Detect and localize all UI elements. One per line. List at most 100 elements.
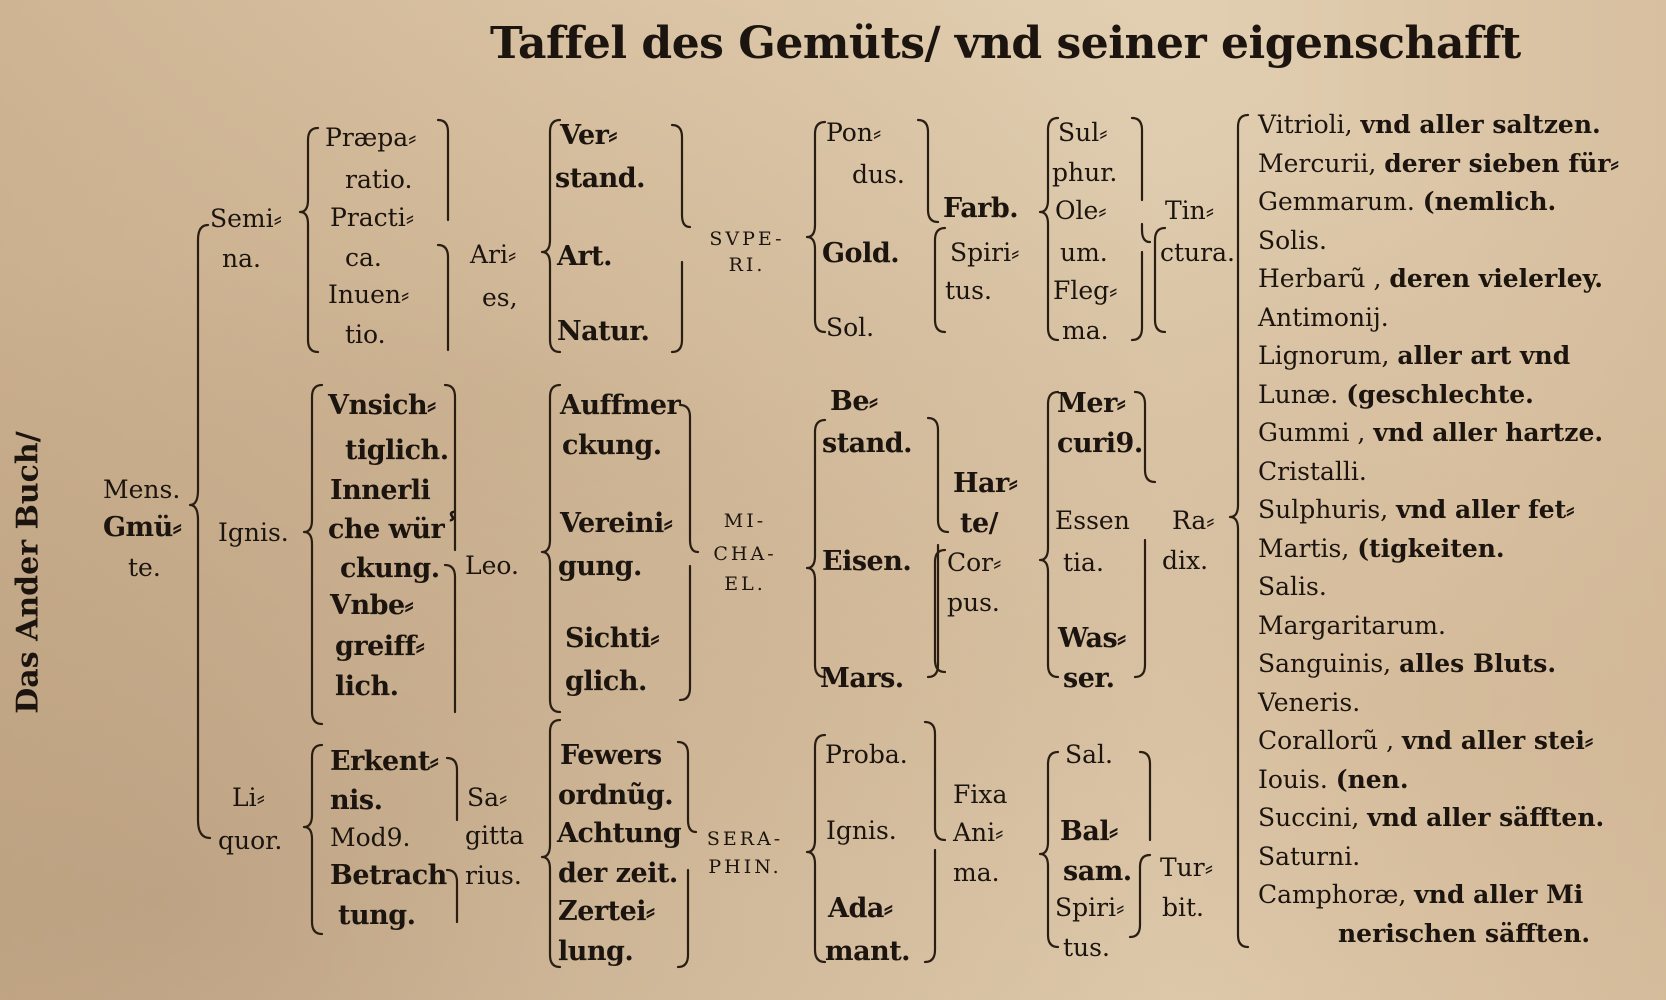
inventio: tio. — [345, 320, 386, 349]
mercurius: Mer⸗ — [1057, 388, 1126, 419]
list-item: Vitrioli, vnd aller saltzen. — [1258, 112, 1601, 137]
spiritus-label: Spiri⸗ — [950, 238, 1020, 267]
list-item-latin: Mercurii, — [1258, 148, 1385, 178]
brace — [540, 383, 562, 714]
corpus-label: Cor⸗ — [947, 548, 1002, 577]
brace — [443, 383, 457, 552]
brace — [1133, 538, 1147, 679]
list-item-gloss: deren vielerley. — [1389, 264, 1603, 293]
list-item-latin: Camphoræ, — [1258, 880, 1415, 909]
harte-label: Har⸗ — [953, 468, 1018, 499]
vnbegreifflich: Vnbe⸗ — [330, 590, 414, 621]
list-item: Antimonij. — [1258, 305, 1389, 330]
brace — [1038, 116, 1060, 342]
oleum: Ole⸗ — [1055, 196, 1107, 225]
list-item: Sanguinis, alles Bluts. — [1258, 651, 1556, 676]
list-item-gloss: vnd aller säfften. — [1367, 803, 1605, 832]
brace — [1038, 750, 1060, 949]
list-item: Solis. — [1258, 228, 1327, 253]
brace — [805, 120, 827, 334]
brace — [540, 118, 562, 354]
spiritus-sub: tus. — [1063, 933, 1110, 962]
achtung-der-zeit: der zeit. — [558, 858, 678, 889]
balsam: Bal⸗ — [1060, 816, 1118, 847]
brace — [1130, 250, 1144, 342]
list-item: Iouis. (nen. — [1258, 767, 1409, 792]
michael-label: EL. — [724, 573, 766, 595]
balsam: sam. — [1063, 856, 1132, 887]
practica: Practi⸗ — [330, 203, 415, 232]
betrachtung: Betrach — [330, 860, 447, 891]
erkentnis: Erkent⸗ — [330, 746, 439, 777]
sulphur: phur. — [1052, 158, 1118, 187]
proba: Proba. — [825, 740, 908, 769]
list-item: Cristalli. — [1258, 459, 1367, 484]
brace — [302, 383, 324, 726]
brace — [678, 564, 692, 702]
achtung-der-zeit: Achtung — [557, 818, 682, 849]
brace — [1038, 390, 1060, 679]
brace — [188, 223, 212, 840]
list-item-gloss: vnd aller fet⸗ — [1396, 495, 1575, 524]
list-item: Corallorũ , vnd aller stei⸗ — [1258, 728, 1593, 753]
fixa-anima-label: Fixa — [953, 780, 1008, 809]
adamant: mant. — [825, 936, 911, 967]
spiritus-label: tus. — [945, 276, 992, 305]
list-item-latin: Gemmarum. — [1258, 187, 1423, 216]
innerliche-wuerckung: Innerli — [330, 475, 431, 506]
aries-label: Ari⸗ — [470, 240, 517, 269]
root-gemuete: Gmü⸗ — [103, 512, 182, 543]
wasser: Was⸗ — [1058, 623, 1126, 654]
list-item: Lunæ. (geschlechte. — [1258, 382, 1534, 407]
list-item-latin: Martis, — [1258, 533, 1358, 563]
list-item-latin: Lunæ. — [1258, 379, 1347, 409]
root-mens: Mens. — [103, 475, 181, 504]
praeparatio: Præpa⸗ — [325, 123, 417, 152]
brace — [1133, 390, 1157, 484]
radix-label: Ra⸗ — [1172, 506, 1215, 535]
page-title: Taffel des Gemüts/ vnd seiner eigenschaf… — [490, 18, 1521, 69]
innerliche-wuerckung: ckung. — [340, 553, 440, 584]
brace — [926, 543, 940, 679]
liquor-label: Li⸗ — [232, 783, 265, 812]
list-item: Saturni. — [1258, 844, 1360, 869]
turbit-label: bit. — [1162, 893, 1204, 922]
essentia: Essen — [1055, 506, 1130, 535]
spiritus-sub: Spiri⸗ — [1055, 893, 1125, 922]
list-item-gloss: aller art vnd — [1397, 341, 1571, 370]
verstand: stand. — [555, 163, 646, 194]
michael-label: CHA- — [713, 543, 777, 565]
oleum: um. — [1060, 238, 1108, 267]
art: Art. — [557, 241, 613, 272]
brace — [923, 848, 937, 964]
vereinigung: Vereini⸗ — [560, 508, 673, 539]
list-item: Salis. — [1258, 574, 1327, 599]
brace — [933, 226, 947, 334]
list-item: Veneris. — [1258, 690, 1360, 715]
list-item-gloss: (nen. — [1335, 764, 1409, 794]
farb-label: Farb. — [943, 193, 1019, 224]
superi-label: RI. — [728, 254, 766, 276]
tinctura-label: ctura. — [1160, 238, 1235, 267]
list-item-latin: Solis. — [1258, 225, 1327, 255]
brace — [1153, 226, 1167, 334]
turbit-label: Tur⸗ — [1160, 853, 1214, 882]
modus: Mod9. — [330, 823, 411, 852]
vnsichtiglich: Vnsich⸗ — [328, 390, 436, 421]
brace — [445, 868, 459, 924]
brace — [916, 118, 940, 224]
verstand: Ver⸗ — [560, 120, 617, 151]
brace — [298, 126, 320, 354]
inventio: Inuen⸗ — [328, 280, 410, 309]
tinctura-label: Tin⸗ — [1165, 196, 1215, 225]
sichtiglich: Sichti⸗ — [565, 623, 660, 654]
mercurius: curi9. — [1057, 428, 1143, 459]
list-item-gloss: (geschlechte. — [1346, 379, 1534, 409]
adamant: Ada⸗ — [828, 893, 893, 924]
brace — [923, 720, 947, 842]
vnsichtiglich: tiglich. — [345, 435, 449, 466]
brace — [1128, 853, 1152, 939]
semina-label: Semi⸗ — [210, 204, 282, 233]
list-item-latin: Margaritarum. — [1258, 610, 1446, 640]
sagittarius-label: Sa⸗ — [467, 783, 508, 812]
